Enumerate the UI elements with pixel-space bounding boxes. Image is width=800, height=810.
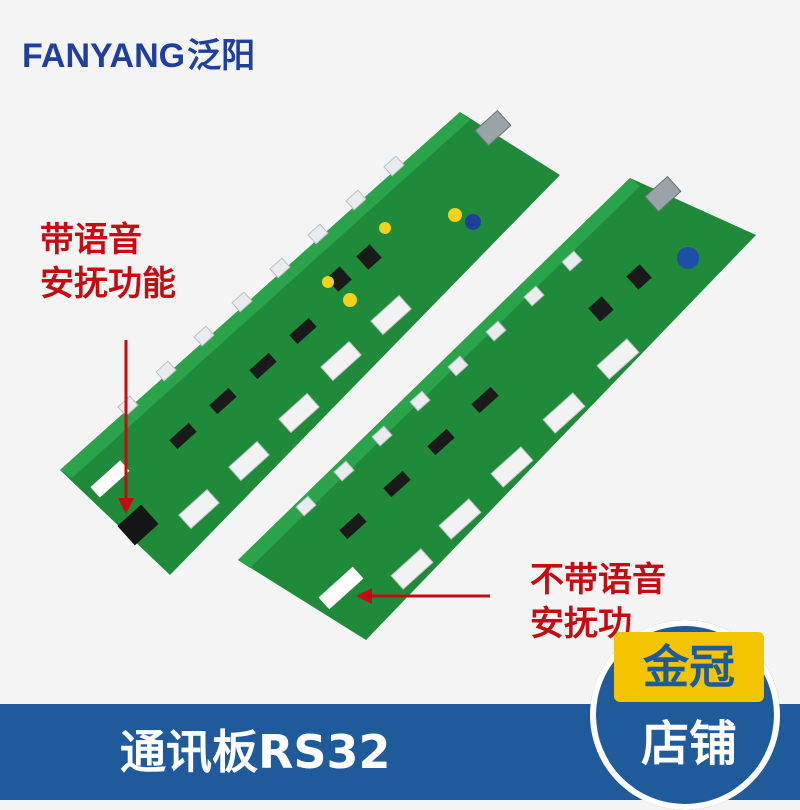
no-voice-feature-line1: 不带语音 [530, 560, 666, 600]
shop-badge-store: 店铺 [640, 716, 737, 772]
voice-feature-label: 带语音 安抚功能 [40, 218, 176, 306]
product-title: 通讯板RS32 [120, 725, 391, 779]
voice-feature-line2: 安抚功能 [40, 264, 176, 304]
brand-logo: FANYANG泛阳 [22, 28, 255, 77]
left-circuit-board [60, 109, 560, 575]
shop-badge-gold: 金冠 [614, 632, 764, 702]
brand-chinese: 泛阳 [187, 36, 256, 76]
voice-feature-line1: 带语音 [40, 220, 142, 260]
no-voice-feature-label: 不带语音 安抚功 [530, 558, 666, 646]
right-circuit-board [238, 175, 756, 640]
brand-latin: FANYANG [22, 37, 186, 75]
annotation-arrows [118, 340, 490, 604]
